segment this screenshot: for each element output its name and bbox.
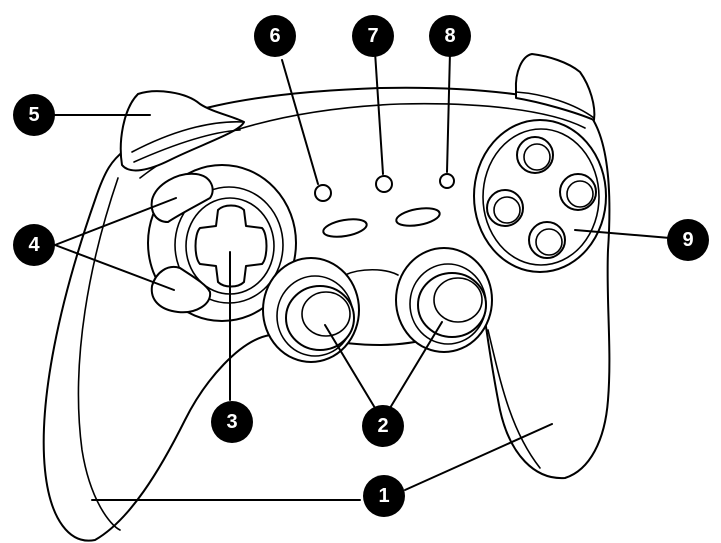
left-bumper-ridge-2 xyxy=(133,129,241,163)
center-valley xyxy=(344,268,399,276)
left-shoulder-buttons xyxy=(119,90,245,172)
callout-7-circle xyxy=(352,15,394,57)
right-stick-cap-top xyxy=(433,277,483,323)
face-button-bottom xyxy=(528,221,566,259)
center-buttons xyxy=(314,173,455,238)
callout-5: 5 xyxy=(13,94,55,136)
callout-2-label: 2 xyxy=(377,415,388,437)
callout-5-circle xyxy=(13,94,55,136)
dpad-cross xyxy=(194,204,268,288)
callouts: 1 2 3 4 5 6 7 8 xyxy=(13,15,709,517)
left-grip-contour xyxy=(77,177,121,531)
leader-9 xyxy=(574,229,671,239)
leader-2a xyxy=(324,324,376,409)
right-shoulder-buttons xyxy=(514,53,596,121)
callout-7: 7 xyxy=(352,15,394,57)
select-button xyxy=(322,218,368,238)
callout-5-label: 5 xyxy=(28,104,39,126)
right-trigger xyxy=(514,53,596,121)
face-button-bottom-inner xyxy=(535,228,563,256)
callout-4-circle xyxy=(13,224,55,266)
callout-9-label: 9 xyxy=(682,229,693,251)
callout-9: 9 xyxy=(667,219,709,261)
center-button-7 xyxy=(375,175,393,193)
callout-1-circle xyxy=(363,475,405,517)
face-buttons-inner-ring xyxy=(482,128,600,266)
analog-sticks xyxy=(262,247,493,363)
callout-4: 4 xyxy=(13,224,55,266)
leader-2b xyxy=(389,321,443,409)
callout-6-circle xyxy=(254,15,296,57)
callout-9-circle xyxy=(667,219,709,261)
right-bumper-ridge xyxy=(515,91,595,119)
callout-7-label: 7 xyxy=(367,25,378,47)
face-buttons-ring xyxy=(473,119,607,273)
face-button-top-inner xyxy=(523,143,551,171)
right-grip-contour xyxy=(487,329,541,469)
start-button xyxy=(395,207,441,227)
leader-1b xyxy=(404,423,553,491)
face-button-top xyxy=(516,136,554,174)
face-button-right-inner xyxy=(566,180,594,208)
leader-6 xyxy=(281,59,319,185)
side-button-lower xyxy=(150,266,212,314)
callout-8-label: 8 xyxy=(444,25,455,47)
center-button-6 xyxy=(314,184,332,202)
left-stick-cap xyxy=(285,285,355,351)
leader-4a xyxy=(54,197,177,246)
callout-8: 8 xyxy=(429,15,471,57)
right-stick-cap xyxy=(417,272,487,338)
leader-8 xyxy=(446,51,451,173)
left-stick-cap-top xyxy=(301,291,351,337)
callout-3-label: 3 xyxy=(226,411,237,433)
leader-7 xyxy=(374,51,384,175)
leader-lines xyxy=(51,51,671,501)
face-button-right xyxy=(559,173,597,211)
callout-6: 6 xyxy=(254,15,296,57)
side-button-upper xyxy=(150,172,214,223)
callout-8-circle xyxy=(429,15,471,57)
callout-6-label: 6 xyxy=(269,25,280,47)
left-bumper-ridge xyxy=(131,120,245,153)
callout-3: 3 xyxy=(211,401,253,443)
leader-4b xyxy=(54,244,175,291)
callout-2: 2 xyxy=(362,405,404,447)
face-button-left xyxy=(486,189,524,227)
callout-1-label: 1 xyxy=(378,485,389,507)
face-button-left-inner xyxy=(493,196,521,224)
callout-1: 1 xyxy=(363,475,405,517)
callout-2-circle xyxy=(362,405,404,447)
face-buttons xyxy=(473,119,607,273)
dpad-cluster xyxy=(147,164,297,322)
callout-3-circle xyxy=(211,401,253,443)
center-button-8 xyxy=(439,173,455,189)
callout-4-label: 4 xyxy=(28,234,40,256)
